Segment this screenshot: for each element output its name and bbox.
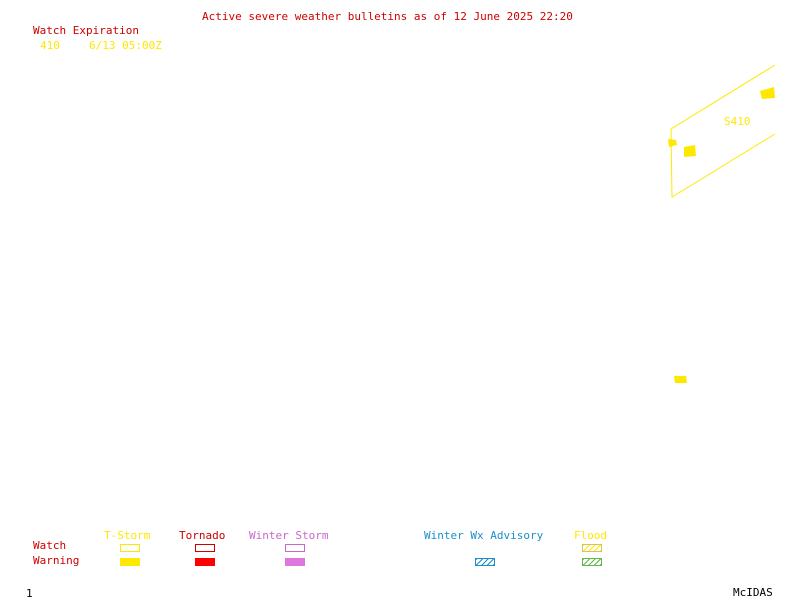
frame-number: 1 [26,587,33,600]
watch-id: 410 [40,39,60,52]
legend-watch-row-label: Watch [33,539,67,552]
bulletin-title: Active severe weather bulletins as of 12… [202,10,573,23]
warning-area [760,87,775,99]
warning-area [684,145,696,157]
tstorm-watch-polygon [670,64,776,198]
legend-winter-storm-warning-swatch [285,558,305,566]
legend-tornado-warning-swatch [195,558,215,566]
legend-winter-wx-advisory-swatch [475,558,495,566]
legend-tstorm-label: T-Storm [104,529,151,542]
legend-winter-storm-watch-swatch [285,544,305,552]
legend-warning-row-label: Warning [33,554,80,567]
product-label: McIDAS [733,586,773,599]
legend-winter-storm-label: Winter Storm [249,529,329,542]
legend-tstorm-warning-swatch [120,558,140,566]
watch-expiration-time: 6/13 05:00Z [89,39,162,52]
legend-tornado-watch-swatch [195,544,215,552]
watch-polygon-label: S410 [724,115,751,128]
warning-area [674,376,687,383]
legend-winter-wx-advisory-label: Winter Wx Advisory [424,529,544,542]
legend-flood-label: Flood [574,529,608,542]
legend-tstorm-watch-swatch [120,544,140,552]
watch-expiration-heading: Watch Expiration [33,24,139,37]
legend-tornado-label: Tornado [179,529,226,542]
legend-flood-watch-swatch [582,544,602,552]
warning-area [668,139,677,147]
legend-flood-warning-swatch [582,558,602,566]
